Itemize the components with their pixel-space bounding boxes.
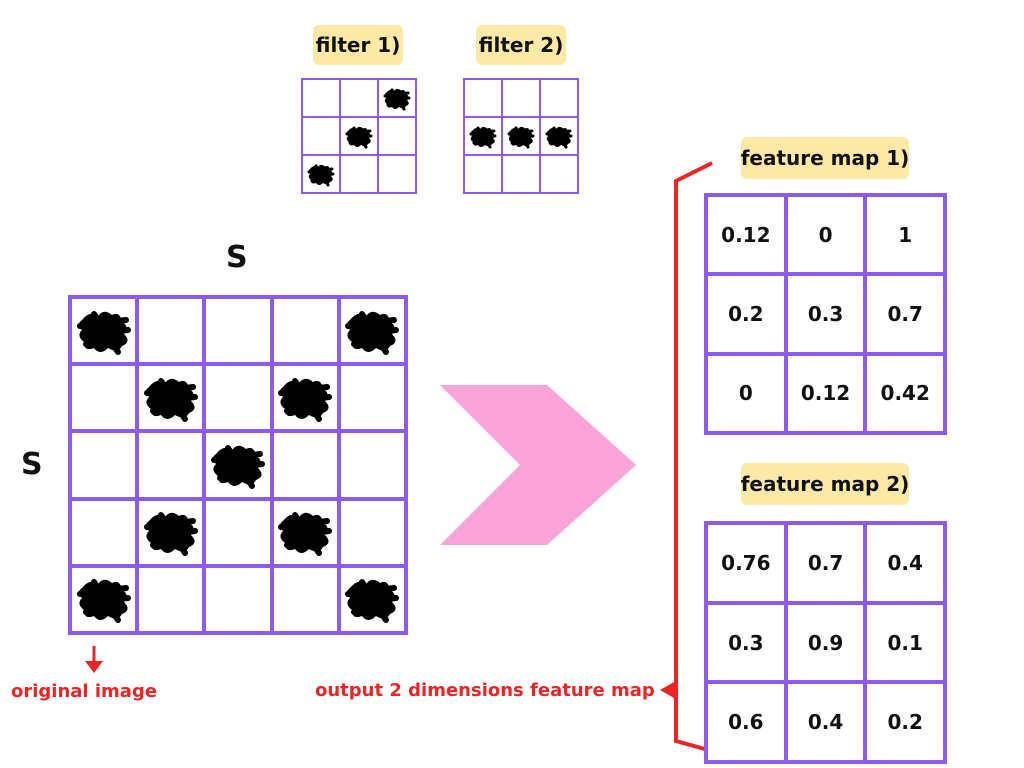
scribble-mark [469,126,497,148]
filter-1-cell [303,118,339,154]
feature-map-2-value: 0.76 [708,525,784,601]
filter-2-cell [541,80,577,116]
down-arrow-icon [85,646,103,673]
filter-2-cell [465,80,501,116]
filter-2-grid [463,78,579,194]
scribble-mark [545,126,573,148]
original-image-cell [206,433,270,497]
scribble-mark [278,377,333,422]
original-image-cell [340,500,404,564]
chevron-arrow-icon [440,385,636,545]
original-image-cell [273,567,337,631]
original-image-cell [206,500,270,564]
original-image-cell [72,299,136,363]
feature-map-1-value: 0.2 [708,276,784,352]
filter-2-cell [503,118,539,154]
feature-map-2-value: 0.3 [708,604,784,681]
original-image-cell [340,567,404,631]
feature-map-1-value: 0 [708,355,784,431]
filter-1-grid [301,78,417,194]
filter-1-cell [303,156,339,192]
scribble-mark [345,126,373,148]
scribble-mark [345,579,400,624]
original-image-cell [139,500,203,564]
filter-1-cell [379,118,415,154]
original-image-cell [206,299,270,363]
filter-2-cell [541,118,577,154]
filter-1-cell [303,80,339,116]
scribble-mark [210,444,265,489]
feature-map-1-value: 0.12 [708,197,784,273]
filter-2-label: filter 2) [476,25,566,65]
original-image-cell [340,366,404,430]
original-image-caption: original image [11,681,158,702]
feature-map-2-value: 0.1 [867,604,944,681]
scribble-mark [383,88,411,110]
filter-2-cell [465,156,501,192]
feature-map-1-value: 1 [867,197,944,273]
original-image-cell [340,299,404,363]
original-image-cell [206,366,270,430]
scribble-mark [143,512,198,557]
original-image-cell [206,567,270,631]
filter-2-cell [465,118,501,154]
original-image-cell [340,433,404,497]
original-image-cell [72,433,136,497]
original-image-grid [68,295,408,635]
output-bracket [660,161,713,753]
size-label-left: S [21,447,43,482]
original-image-cell [273,299,337,363]
original-image-cell [72,500,136,564]
original-image-cell [273,433,337,497]
scribble-mark [143,377,198,422]
original-image-cell [139,366,203,430]
feature-map-2-value: 0.6 [708,684,784,761]
feature-map-1-value: 0.12 [787,355,864,431]
output-caption: output 2 dimensions feature map [315,680,655,701]
original-image-cell [139,567,203,631]
filter-2-cell [541,156,577,192]
feature-map-2-value: 0.7 [787,525,864,601]
size-label-top: S [226,240,248,275]
scribble-mark [507,126,535,148]
feature-map-2-value: 0.9 [787,604,864,681]
filter-1-cell [341,80,377,116]
feature-map-2-value: 0.4 [867,525,944,601]
scribble-mark [76,310,131,355]
filter-1-label: filter 1) [313,25,403,65]
filter-2-cell [503,80,539,116]
scribble-mark [278,512,333,557]
scribble-mark [76,579,131,624]
feature-map-1-label: feature map 1) [741,137,909,179]
feature-map-2-label: feature map 2) [741,463,909,505]
original-image-cell [72,567,136,631]
filter-1-cell [341,156,377,192]
original-image-cell [139,299,203,363]
original-image-cell [139,433,203,497]
feature-map-1-value: 0.42 [867,355,944,431]
feature-map-1-value: 0.3 [787,276,864,352]
original-image-cell [273,500,337,564]
feature-map-2-value: 0.4 [787,684,864,761]
scribble-mark [345,310,400,355]
scribble-mark [307,164,335,186]
feature-map-1-value: 0.7 [867,276,944,352]
feature-map-1-value: 0 [787,197,864,273]
original-image-cell [72,366,136,430]
original-image-cell [273,366,337,430]
feature-map-2-value: 0.2 [867,684,944,761]
filter-1-cell [379,80,415,116]
filter-1-cell [341,118,377,154]
filter-1-cell [379,156,415,192]
filter-2-cell [503,156,539,192]
